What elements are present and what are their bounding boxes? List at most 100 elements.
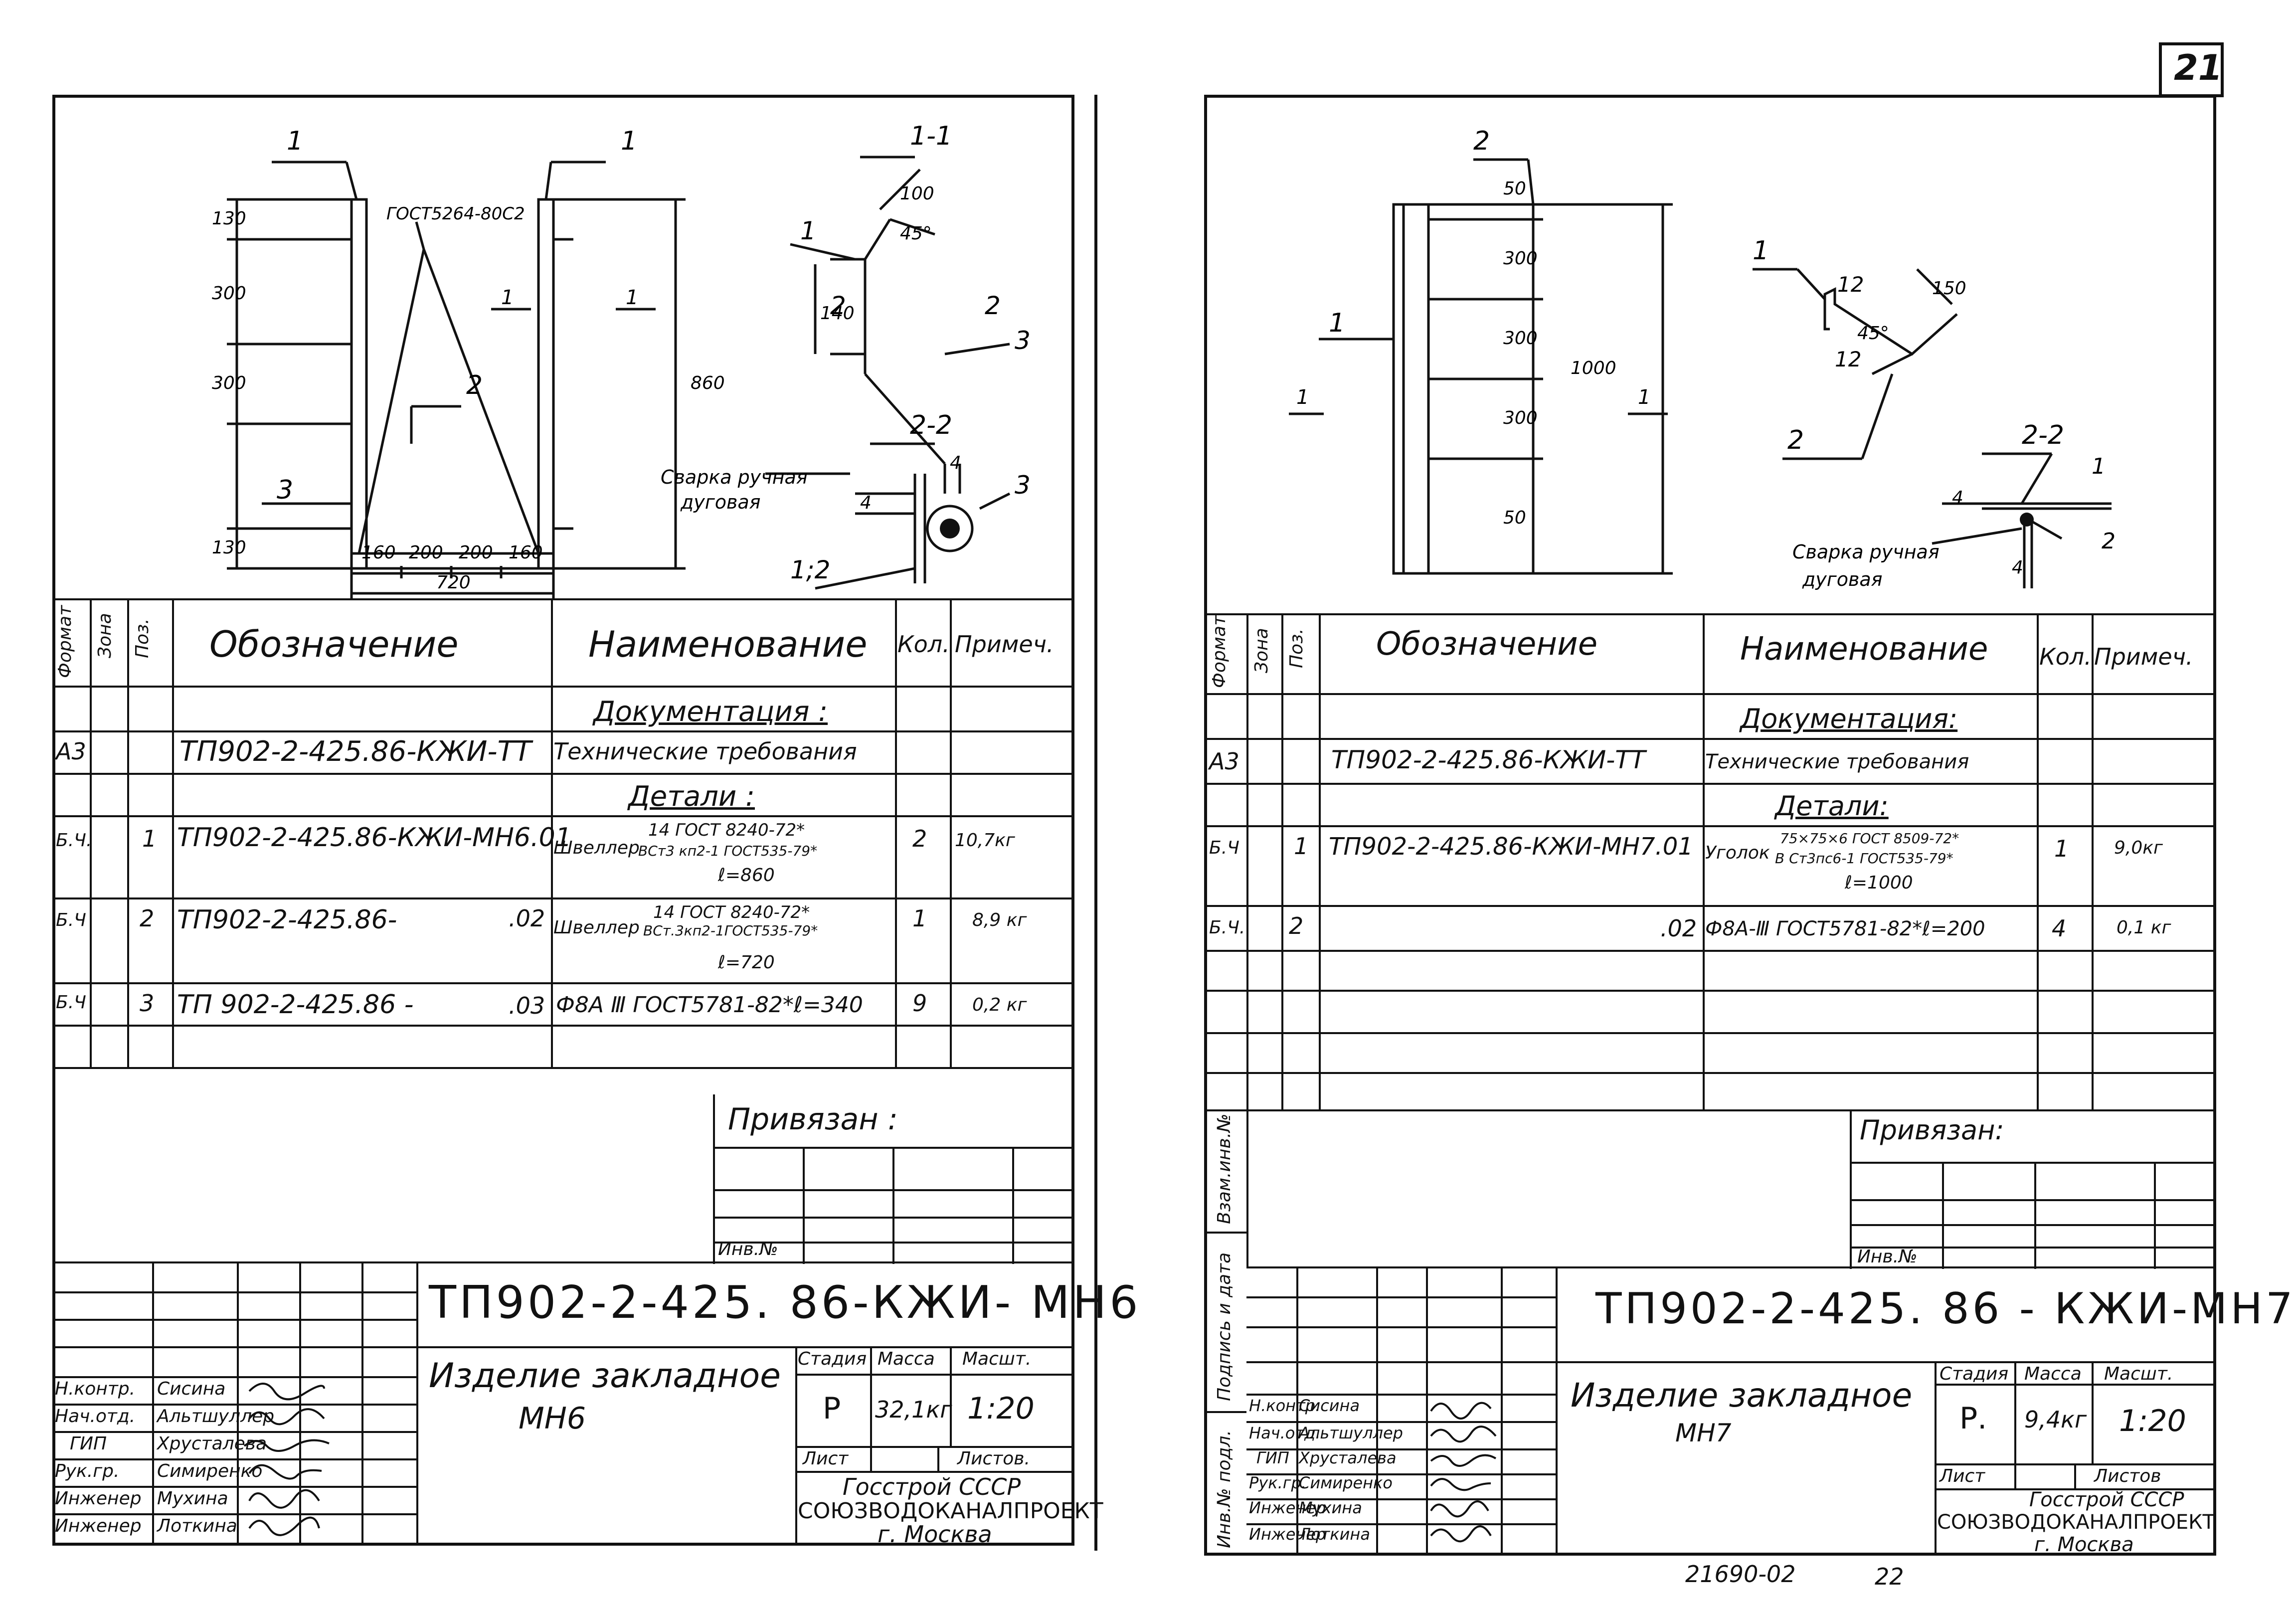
right-row0-des: ТП902-2-425.86-КЖИ-ТТ [1331, 745, 1646, 774]
r-label-cut-b: 1 [1638, 386, 1650, 409]
right-section-doc: Документация: [1740, 703, 1958, 734]
right-row1-fmt: Б.Ч [1209, 838, 1239, 858]
sec-pos-1: 1 [800, 216, 816, 245]
right-stamp-top [1246, 1266, 2216, 1268]
right-inv: Инв.№ [1857, 1247, 1918, 1267]
left-role-5: Инженер [55, 1516, 142, 1536]
sec-dim-100: 100 [900, 183, 934, 204]
label-weld2: дуговая [680, 491, 761, 513]
label-pos1a: 1 [287, 126, 303, 156]
left-row3-qty: 9 [912, 990, 927, 1017]
left-name-1: Альтшуллер [157, 1406, 275, 1427]
left-row2-des2: .02 [509, 905, 545, 932]
r-sec22-dim-b: 4 [2012, 557, 2023, 578]
sec-pos-3a: 3 [1015, 326, 1031, 355]
right-header-format: Формат [1209, 615, 1230, 688]
r-dim-50b: 50 [1503, 508, 1526, 528]
right-stamp-list: Лист [1940, 1466, 1985, 1486]
sec-pos-2a: 2 [830, 291, 846, 320]
dim-200b: 200 [459, 542, 493, 563]
right-role-2: ГИП [1256, 1448, 1289, 1467]
right-side-vzam: Взам.инв.№ [1214, 1113, 1235, 1224]
right-table-top [1204, 613, 2216, 615]
label-pos3: 3 [277, 475, 293, 505]
left-stamp-org3: г. Москва [878, 1521, 992, 1548]
right-row2-name: Ф8А-Ⅲ ГОСТ5781-82*ℓ=200 [1705, 917, 1985, 940]
right-row1-name2: 75×75×6 ГОСТ 8509-72* [1780, 830, 1959, 847]
sec-pos-3b: 3 [1015, 471, 1031, 500]
r-sec22-dim-a: 4 [1952, 488, 1963, 508]
right-stamp-massa: 9,4кг [2024, 1406, 2087, 1433]
left-stamp-top [52, 1261, 1074, 1263]
left-row1-name4: ℓ=860 [718, 865, 775, 886]
r-label-weld2: дуговая [1802, 568, 1883, 590]
left-row3-pos: 3 [140, 990, 155, 1017]
left-header-name: Наименование [588, 623, 868, 665]
right-name-2: Хрусталева [1299, 1448, 1397, 1467]
left-stamp-stadia: Р [823, 1391, 841, 1426]
left-role-4: Инженер [55, 1488, 142, 1509]
right-role-0: Н.контр. [1249, 1396, 1321, 1415]
label-section22: 2-2 [910, 410, 952, 440]
left-row1-pos: 1 [142, 825, 157, 852]
left-inv: Инв.№ [718, 1239, 778, 1259]
sec22-dim-b: 4 [860, 493, 872, 513]
left-row0-fmt: А3 [56, 738, 86, 765]
right-stamp-item2: МН7 [1675, 1419, 1732, 1447]
left-row3-note: 0,2 кг [972, 995, 1027, 1015]
right-name-0: Сисина [1299, 1396, 1360, 1415]
label-gost: ГОСТ5264-80С2 [386, 204, 525, 224]
right-name-5: Лоткина [1299, 1525, 1370, 1544]
left-row1-fmt: Б.Ч. [56, 830, 92, 851]
left-stamp-massa: 32,1кг [875, 1396, 952, 1423]
left-section-doc: Документация : [593, 696, 828, 728]
right-header-zone: Зона [1251, 628, 1272, 673]
right-name-4: Мухина [1299, 1498, 1362, 1517]
right-row2-fmt: Б.Ч. [1209, 917, 1245, 938]
r-label-section22: 2-2 [2022, 420, 2064, 450]
left-row0-name: Технические требования [553, 738, 857, 765]
r-dim-150: 150 [1932, 278, 1966, 299]
left-row1-name2: 14 ГОСТ 8240-72* [648, 820, 805, 840]
dim-160a: 160 [361, 542, 396, 563]
left-role-3: Рук.гр. [55, 1461, 120, 1481]
right-stamp-massa-h: Масса [2024, 1364, 2082, 1384]
sec-dim-140: 140 [820, 303, 855, 324]
left-header-designation: Обозначение [209, 623, 459, 665]
right-section-det: Детали: [1775, 790, 1889, 822]
right-role-5: Инженер [1249, 1525, 1326, 1544]
sec-dim-45: 45° [900, 223, 932, 244]
r-dim-45: 45° [1857, 323, 1889, 344]
right-stamp-org2: СОЮЗВОДОКАНАЛПРОЕКТ [1937, 1511, 2215, 1534]
right-row2-pos: 2 [1289, 912, 1304, 939]
r-dim-300b: 300 [1503, 328, 1538, 349]
right-side-inv: Инв.№ подл. [1214, 1430, 1235, 1548]
left-row2-fmt: Б.Ч [56, 910, 86, 930]
r-label-pos2: 2 [1473, 126, 1490, 156]
left-stamp-code: ТП902-2-425. 86-КЖИ- МН6 [429, 1276, 1141, 1329]
footer-code: 21690-02 [1685, 1561, 1796, 1588]
r-label-pos2b: 2 [1787, 425, 1804, 455]
left-header-qty: Кол. [897, 631, 950, 658]
left-drawing: 1 1 2 3 ГОСТ5264-80С2 1-1 2-2 Сварка руч… [212, 121, 1031, 598]
dim-300b: 300 [212, 373, 246, 393]
left-row2-pos: 2 [140, 905, 155, 932]
right-row1-des: ТП902-2-425.86-КЖИ-МН7.01 [1329, 833, 1693, 861]
r-label-cut-a: 1 [1296, 386, 1309, 409]
left-stamp-listov: Листов. [957, 1448, 1030, 1469]
left-row1-name3: ВСт3 кп2-1 ГОСТ535-79* [638, 843, 818, 859]
right-row2-qty: 4 [2052, 915, 2067, 942]
sec-pos-2b: 2 [985, 291, 1001, 320]
dim-160b: 160 [509, 542, 543, 563]
right-row1-qty: 1 [2054, 835, 2069, 862]
left-stamp-list: Лист [803, 1448, 849, 1469]
right-stamp-org3: г. Москва [2034, 1533, 2134, 1556]
r-dim-300c: 300 [1503, 408, 1538, 428]
left-header-pos: Поз. [132, 618, 153, 658]
r-sec-pos-2: 2 [2102, 529, 2116, 554]
right-stamp-org1: Госстрой СССР [2029, 1488, 2184, 1511]
right-row1-note: 9,0кг [2114, 838, 2163, 858]
left-signatures [243, 1383, 330, 1536]
label-cut-a: 1 [501, 286, 514, 309]
right-row1-name4: ℓ=1000 [1845, 873, 1913, 893]
